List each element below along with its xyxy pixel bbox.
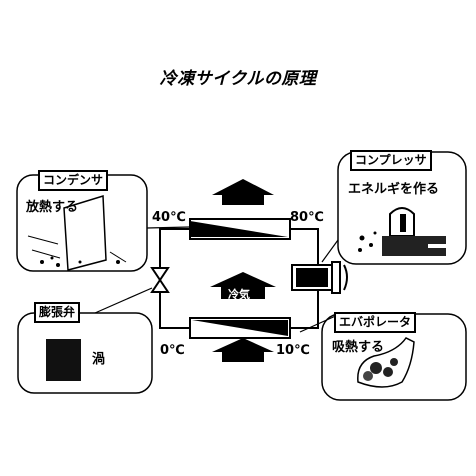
evaporator-inlet-temperature: 0℃ (160, 343, 185, 358)
condenser-label: コンデンサ (38, 170, 109, 191)
evaporator-description: 吸熱する (332, 340, 385, 355)
expansion-valve-label: 膨張弁 (34, 302, 81, 323)
compressor-body (291, 261, 348, 294)
heat-arrow-middle-base (221, 287, 265, 299)
condenser-callout (16, 174, 191, 272)
compressor-callout (321, 151, 467, 265)
condenser-inlet-temperature: 40℃ (152, 210, 186, 225)
heat-arrows (210, 179, 276, 362)
pipe-loop (159, 228, 319, 329)
evaporator-label: エバポレータ (334, 312, 417, 333)
heat-arrow-bottom-base (222, 352, 264, 362)
expansion-valve-symbol (150, 267, 170, 293)
cold-air-label: 冷気 (228, 288, 250, 301)
compressor-description: エネルギを作る (348, 182, 440, 197)
heat-arrow-middle (210, 272, 276, 287)
compressor-label: コンプレッサ (350, 150, 432, 171)
vortex-image (46, 339, 81, 381)
expansion-valve-description: 渦 (92, 352, 106, 367)
condenser-tube (189, 218, 291, 240)
heat-arrow-top-base (222, 195, 264, 205)
evaporator-callout (299, 313, 467, 401)
diagram-title: 冷凍サイクルの原理 (159, 69, 317, 89)
evaporator-outlet-temperature: 10℃ (276, 343, 310, 358)
heat-arrow-top (212, 179, 274, 195)
condenser-outlet-temperature: 80℃ (290, 210, 324, 225)
expansion-valve-callout (17, 287, 153, 394)
condenser-description: 放熱する (26, 200, 79, 215)
evaporator-tube (189, 317, 291, 339)
heat-arrow-bottom (212, 338, 274, 352)
